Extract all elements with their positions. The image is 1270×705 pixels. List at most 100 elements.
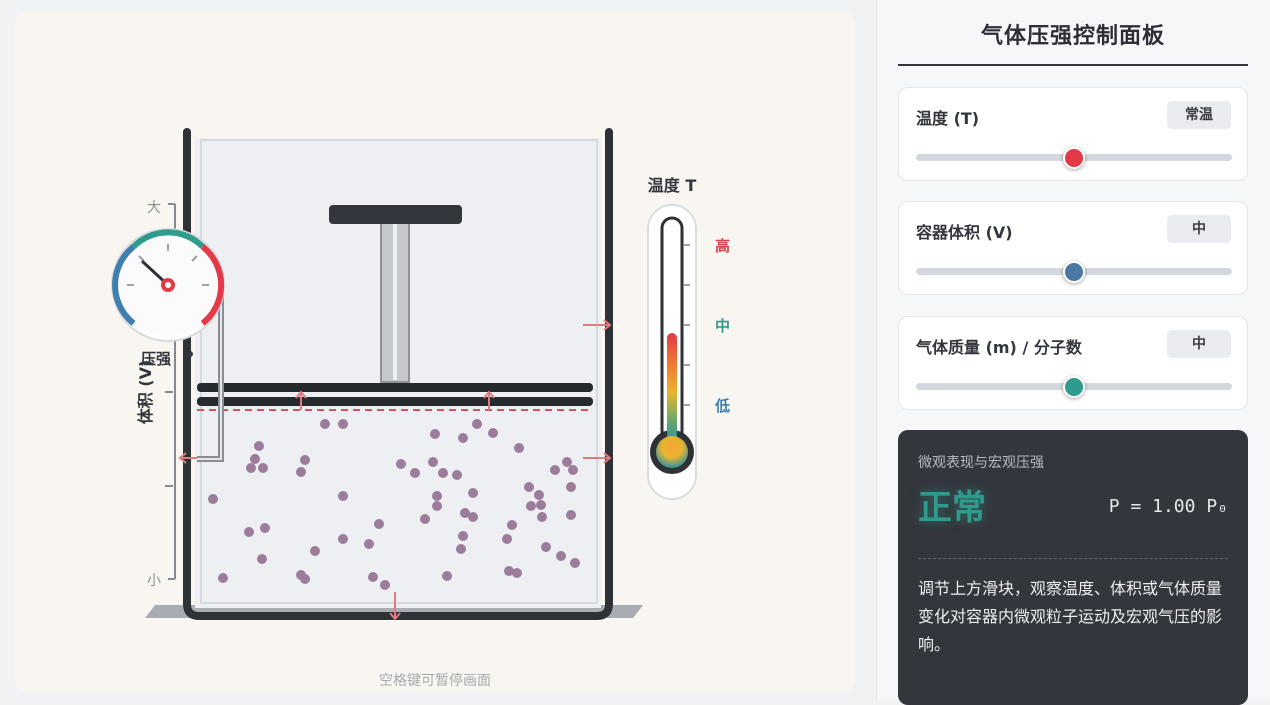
gas-particle [374, 519, 384, 529]
pressure-readout-card: 微观表现与宏观压强 正常 P = 1.00 P₀ 调节上方滑块，观察温度、体积或… [898, 430, 1248, 705]
gas-particle [310, 546, 320, 556]
control-panel: 气体压强控制面板 温度 (T) 常温 容器体积 (V) 中 气体质量 (m) /… [876, 0, 1270, 705]
gas-particle [300, 574, 310, 584]
gas-particle [364, 539, 374, 549]
gas-particle [556, 551, 566, 561]
gas-particle [258, 463, 268, 473]
gas-particle [208, 494, 218, 504]
volume-slider[interactable] [916, 261, 1232, 283]
gas-particle [550, 465, 560, 475]
mass-value-badge: 中 [1167, 330, 1231, 358]
volume-axis-label: 体积 (V) [136, 360, 155, 425]
readout-divider [918, 558, 1228, 559]
gas-particle [504, 566, 514, 576]
gas-particle [428, 457, 438, 467]
thermometer-title: 温度 T [647, 176, 697, 195]
gas-particle [570, 558, 580, 568]
pressure-arrows [178, 319, 612, 621]
gas-particle [468, 512, 478, 522]
gas-particle [460, 508, 470, 518]
gas-particle [541, 542, 551, 552]
mass-slider[interactable] [916, 376, 1232, 398]
gas-particle [452, 470, 462, 480]
thermometer [647, 204, 697, 500]
gas-particle [338, 491, 348, 501]
temperature-value-badge: 常温 [1167, 101, 1231, 129]
gas-particle [456, 544, 466, 554]
piston-plate-top [197, 383, 593, 392]
gas-particle [380, 580, 390, 590]
gas-particle [458, 531, 468, 541]
gas-particle [502, 534, 512, 544]
gas-particle [250, 454, 260, 464]
gas-particle [507, 520, 517, 530]
temperature-control: 温度 (T) 常温 [898, 87, 1248, 181]
gas-particle [246, 463, 256, 473]
gas-particle [534, 490, 544, 500]
volume-slider-thumb[interactable] [1063, 261, 1085, 283]
gas-particle [536, 500, 546, 510]
gas-particle [296, 467, 306, 477]
pressure-gauge [111, 228, 225, 342]
gas-particle [524, 482, 534, 492]
gas-particle [338, 534, 348, 544]
gas-particle [320, 419, 330, 429]
gas-particle [488, 428, 498, 438]
volume-control: 容器体积 (V) 中 [898, 201, 1248, 295]
gas-particle [300, 455, 310, 465]
mass-control: 气体质量 (m) / 分子数 中 [898, 316, 1248, 410]
gas-particle [430, 429, 440, 439]
gas-particle [396, 459, 406, 469]
temperature-slider-thumb[interactable] [1063, 147, 1085, 169]
readout-label: 微观表现与宏观压强 [918, 455, 1044, 471]
gas-particles [208, 419, 580, 590]
mass-slider-thumb[interactable] [1063, 376, 1085, 398]
piston-handle [329, 205, 462, 224]
gas-particle [244, 527, 254, 537]
volume-axis-high-label: 大 [147, 200, 161, 216]
gas-particle [432, 491, 442, 501]
thermometer-fill [667, 333, 677, 442]
gas-particle [526, 501, 536, 511]
gas-particle [468, 488, 478, 498]
simulation-stage[interactable]: 大 小 体积 (V) 压强 温度 T [15, 12, 855, 692]
gas-particle [537, 512, 547, 522]
pressure-state: 正常 [918, 488, 986, 528]
temperature-label: 温度 (T) [916, 109, 980, 128]
gas-particle [458, 433, 468, 443]
gas-particle [420, 514, 430, 524]
temperature-slider[interactable] [916, 147, 1232, 169]
gas-particle [438, 468, 448, 478]
thermometer-level-high: 高 [715, 237, 730, 255]
gas-particle [562, 457, 572, 467]
gas-particle [410, 468, 420, 478]
gas-particle [512, 568, 522, 578]
pause-hint: 空格键可暂停画面 [379, 673, 491, 689]
gas-particle [514, 443, 524, 453]
mass-label: 气体质量 (m) / 分子数 [916, 338, 1082, 357]
thermometer-level-low: 低 [714, 397, 730, 415]
gas-particle [218, 573, 228, 583]
gas-particle [257, 554, 267, 564]
gauge-label: 压强 [141, 350, 171, 368]
gas-particle [432, 501, 442, 511]
gas-particle [260, 523, 270, 533]
pressure-value: P = 1.00 P₀ [1108, 496, 1228, 517]
gas-particle [442, 571, 452, 581]
panel-divider [898, 64, 1248, 66]
panel-title: 气体压强控制面板 [980, 24, 1165, 49]
volume-axis-low-label: 小 [147, 573, 161, 589]
gas-particle [568, 465, 578, 475]
gas-particle [472, 419, 482, 429]
readout-description: 调节上方滑块，观察温度、体积或气体质量变化对容器内微观粒子运动及宏观气压的影响。 [918, 579, 1223, 654]
thermometer-level-mid: 中 [715, 317, 730, 335]
gas-particle [338, 419, 348, 429]
volume-value-badge: 中 [1167, 215, 1231, 243]
volume-label: 容器体积 (V) [916, 223, 1013, 242]
gas-particle [368, 572, 378, 582]
gas-particle [566, 510, 576, 520]
gas-particle [566, 482, 576, 492]
container-glass [200, 139, 598, 604]
thermometer-bulb [656, 436, 688, 468]
simulation-canvas: 大 小 体积 (V) 压强 温度 T [111, 128, 730, 621]
